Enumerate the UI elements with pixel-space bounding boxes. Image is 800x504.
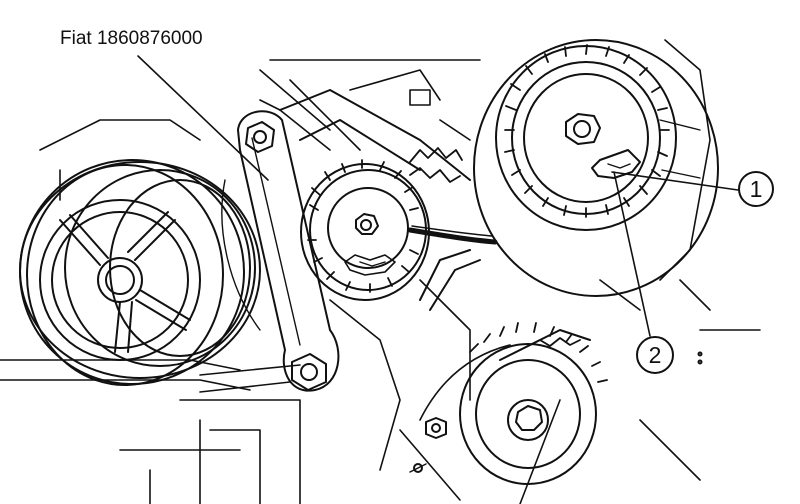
camshaft-pulley [419,322,608,485]
callout-1 [611,171,774,207]
tool-part-number-label: Fiat 1860876000 [60,28,203,49]
timing-belt [279,89,591,361]
callout-2-number: 2 [649,342,662,368]
tool-label-leader [137,55,269,181]
engine-block-outline [0,59,761,504]
tensioner-pulley [300,159,430,301]
callout-2 [613,171,674,374]
detail-circle [473,39,719,297]
tensioner-arm [199,110,340,393]
callout-1-number: 1 [750,176,763,202]
detail-leader-band [407,227,498,245]
detail-leader-edge [411,225,493,237]
crankshaft-pulley [19,159,261,386]
engine-bolts [409,351,703,473]
